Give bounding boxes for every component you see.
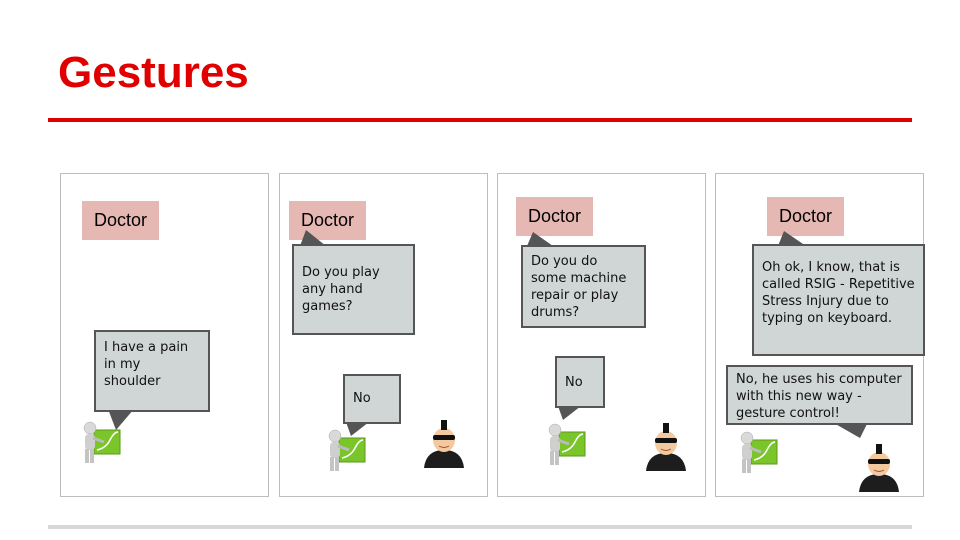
speech-tail — [558, 406, 581, 420]
doctor-label: Doctor — [516, 197, 593, 236]
doctor-label: Doctor — [82, 201, 159, 240]
speech-bubble: No — [343, 374, 401, 424]
speech-tail — [300, 230, 326, 246]
speech-bubble: Do you play any hand games? — [292, 244, 415, 335]
patient-presenter-icon — [737, 430, 779, 476]
speech-bubble: Do you do some machine repair or play dr… — [521, 245, 646, 328]
patient-presenter-icon — [545, 422, 587, 468]
speech-tail — [346, 422, 369, 436]
patient-presenter-icon — [325, 428, 367, 474]
speech-bubble: No, he uses his computer with this new w… — [726, 365, 913, 425]
speech-bubble: Oh ok, I know, that is called RSIG - Rep… — [752, 244, 925, 356]
patient-presenter-icon — [80, 420, 122, 466]
speech-bubble: I have a pain in my shoulder — [94, 330, 210, 412]
speech-tail — [527, 232, 553, 246]
slide-title: Gestures — [58, 48, 249, 97]
man-sunglasses-icon — [857, 442, 901, 492]
title-divider — [48, 118, 912, 122]
speech-tail — [778, 231, 806, 246]
speech-bubble: No — [555, 356, 605, 408]
doctor-label: Doctor — [767, 197, 844, 236]
footer-divider — [48, 525, 912, 529]
speech-tail — [108, 409, 134, 430]
speech-tail — [832, 422, 868, 438]
man-sunglasses-icon — [644, 421, 688, 471]
man-sunglasses-icon — [422, 418, 466, 468]
